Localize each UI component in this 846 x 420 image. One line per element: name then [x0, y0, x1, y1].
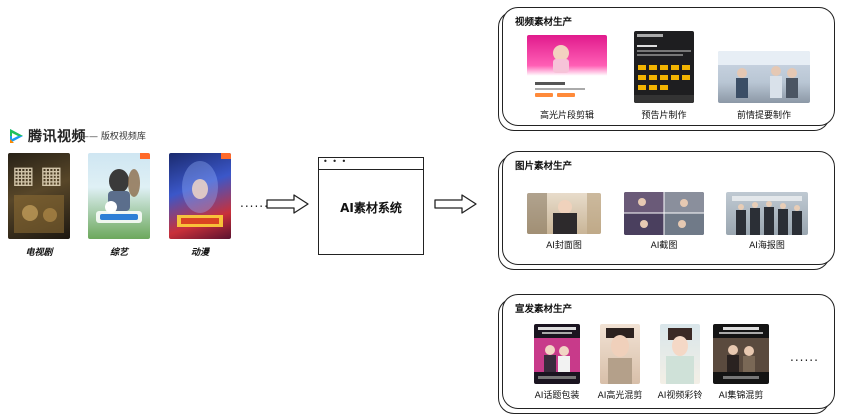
panel-title-promo: 宣发素材生产	[515, 304, 573, 315]
window-titlebar: • • •	[319, 157, 423, 170]
thumb-highlight-clip[interactable]	[527, 35, 607, 103]
label-ai-topic-pack: AI话题包装	[534, 391, 580, 401]
panel-title-video: 视频素材生产	[515, 17, 573, 28]
arrow-right-icon	[434, 194, 477, 214]
label-recap: 前情提要制作	[736, 111, 791, 121]
poster-label-anime: 动漫	[190, 248, 209, 258]
panel-image-production: 图片素材生产 AI封面图 AI截图	[498, 151, 835, 270]
thumb-ai-highlight-mix[interactable]	[600, 324, 640, 384]
system-title: AI素材系统	[340, 201, 402, 215]
library-more-ellipsis: ......	[240, 196, 269, 210]
thumb-recap[interactable]	[718, 51, 810, 103]
label-ai-montage: AI集锦混剪	[718, 391, 764, 401]
thumb-ai-montage[interactable]	[713, 324, 769, 384]
panel-title-image: 图片素材生产	[515, 161, 573, 172]
svg-text:▦: ▦	[12, 161, 35, 189]
tencent-video-logo: 腾讯视频	[8, 126, 86, 146]
label-ai-cover: AI封面图	[546, 241, 582, 251]
promo-more-ellipsis: ......	[790, 350, 819, 364]
panel-video-production: 视频素材生产 高光片段剪辑 预告片制作	[498, 7, 835, 131]
thumb-ai-video-ringtone[interactable]	[660, 324, 700, 384]
ai-material-system[interactable]: • • • AI素材系统	[318, 157, 424, 255]
label-trailer-editor: 预告片制作	[641, 111, 687, 121]
label-ai-highlight-mix: AI高光混剪	[597, 391, 643, 401]
window-dots: • • •	[323, 157, 348, 166]
poster-label-variety: 综艺	[109, 248, 128, 258]
label-ai-screenshot: AI截图	[650, 241, 678, 251]
poster-label-tv-drama: 电视剧	[25, 248, 53, 258]
thumb-ai-poster[interactable]	[726, 192, 808, 235]
thumb-ai-topic-pack[interactable]	[534, 324, 580, 384]
label-highlight-clip: 高光片段剪辑	[539, 111, 594, 121]
poster-anime[interactable]	[169, 153, 231, 239]
logo-text: 腾讯视频	[28, 129, 86, 145]
library-subtitle: —— 版权视频库	[80, 132, 146, 142]
svg-text:▦: ▦	[40, 161, 63, 189]
thumb-trailer-editor[interactable]	[634, 31, 694, 103]
label-ai-poster: AI海报图	[749, 241, 785, 251]
panel-promo-production: 宣发素材生产 AI话题包装 AI高光混剪 AI视频彩铃	[498, 294, 835, 414]
play-logo-icon	[10, 129, 23, 143]
poster-tv-drama[interactable]: ▦ ▦	[8, 153, 70, 239]
label-ai-video-ringtone: AI视频彩铃	[657, 391, 703, 401]
arrow-right-icon	[266, 194, 309, 214]
thumb-ai-cover[interactable]	[527, 193, 601, 234]
thumb-ai-screenshot[interactable]	[624, 192, 704, 235]
poster-variety[interactable]	[88, 153, 150, 239]
